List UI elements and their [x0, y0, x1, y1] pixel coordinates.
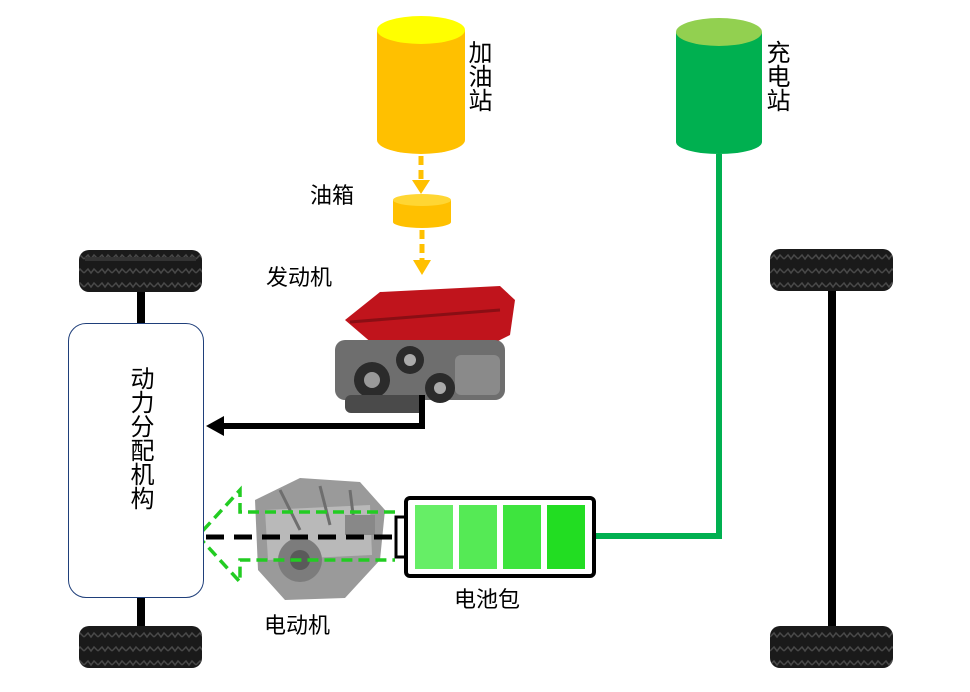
fuel-tank-label: 油箱	[310, 184, 355, 209]
fuel-arrowhead-2	[413, 260, 431, 275]
tire-icon	[770, 626, 893, 668]
fuel-arrowhead-1	[412, 180, 430, 194]
engine-icon	[335, 286, 515, 413]
tire-icon	[770, 249, 893, 291]
engine-label: 发动机	[266, 266, 333, 291]
charging-station-label: 充电站	[762, 40, 790, 112]
engine-output-line	[222, 395, 425, 429]
fuel-tank-cylinder	[393, 194, 451, 228]
motor-label: 电动机	[264, 614, 331, 639]
charging-station-cylinder	[676, 18, 762, 154]
charging-line	[596, 154, 722, 539]
power-split-label: 动力分配机构	[126, 366, 154, 510]
battery-icon	[404, 496, 596, 578]
tire-icon	[79, 250, 202, 292]
engine-arrowhead	[206, 416, 224, 436]
gas-station-cylinder	[377, 16, 465, 154]
gas-station-label: 加油站	[464, 40, 492, 112]
tire-icon	[79, 626, 202, 668]
battery-label: 电池包	[454, 588, 521, 613]
power-split-box: 动力分配机构	[68, 323, 204, 598]
